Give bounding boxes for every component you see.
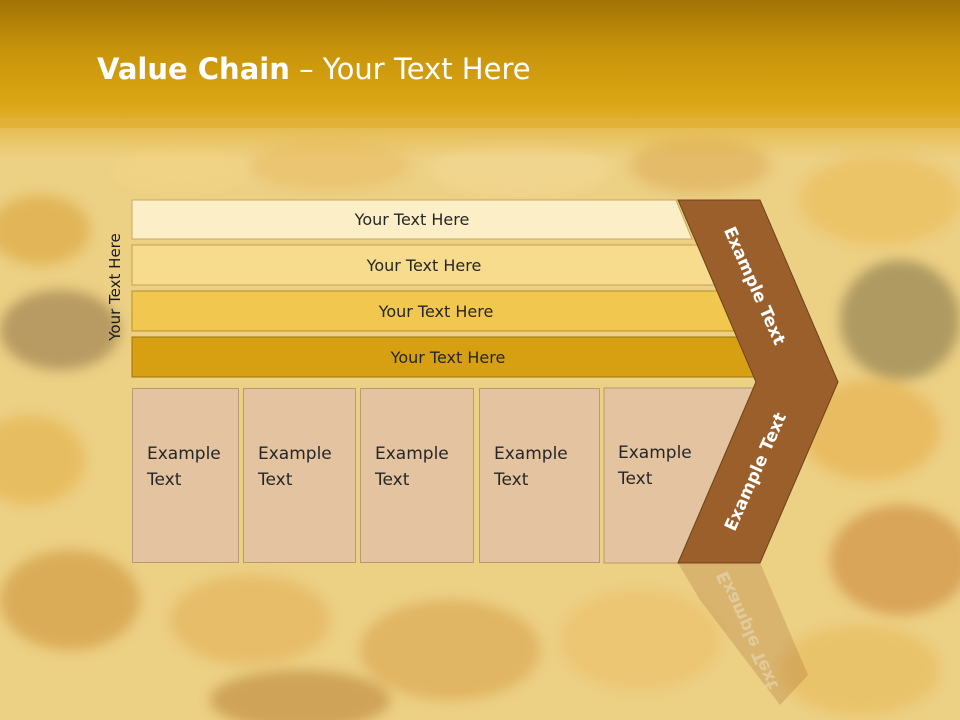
- title-rest: – Your Text Here: [289, 52, 531, 86]
- card-1-line-2: Text: [147, 470, 182, 490]
- support-bar-3: Your Text Here: [132, 291, 740, 331]
- support-bar-1-label: Your Text Here: [354, 210, 470, 229]
- page-title: Value Chain – Your Text Here: [97, 52, 531, 86]
- card-4-line-2: Text: [494, 470, 529, 490]
- header-band: [0, 0, 960, 128]
- support-bar-2: Your Text Here: [132, 245, 716, 285]
- support-bar-1: Your Text Here: [132, 200, 692, 239]
- header-fade: [0, 118, 960, 158]
- card-2-line-2: Text: [258, 470, 293, 490]
- activity-card-1: Example Text: [132, 388, 239, 563]
- title-bold: Value Chain: [97, 52, 290, 86]
- support-bar-4-label: Your Text Here: [390, 347, 506, 367]
- activity-card-5: Example Text: [604, 388, 714, 563]
- support-bar-2-label: Your Text Here: [366, 255, 482, 275]
- activity-card-2: Example Text: [243, 388, 356, 563]
- card-4-line-1: Example: [494, 444, 568, 464]
- card-3-line-1: Example: [375, 444, 449, 464]
- activity-card-3: Example Text: [360, 388, 474, 563]
- activity-card-4: Example Text: [479, 388, 600, 563]
- chevron-arrow: [677, 199, 839, 564]
- support-bar-3-label: Your Text Here: [378, 301, 494, 321]
- card-2-line-1: Example: [258, 444, 332, 464]
- card-3-line-2: Text: [375, 470, 410, 490]
- card-5-line-1: Example: [618, 443, 692, 463]
- card-1-line-1: Example: [147, 444, 221, 464]
- card-5-line-2: Text: [618, 469, 653, 489]
- support-bar-4: Your Text Here: [132, 337, 764, 377]
